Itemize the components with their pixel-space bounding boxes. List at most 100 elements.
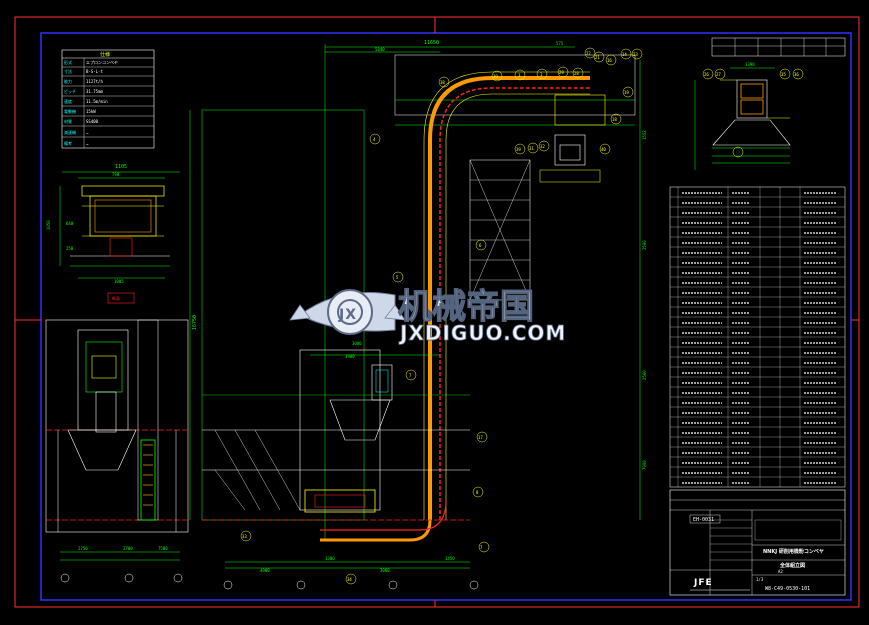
svg-text:27: 27	[716, 72, 721, 77]
svg-text:備考: 備考	[64, 140, 72, 146]
detail-width-dim: 1105	[115, 164, 127, 170]
svg-text:40: 40	[601, 147, 606, 152]
balloon: 39	[514, 143, 526, 155]
svg-text:29: 29	[559, 70, 564, 75]
svg-text:28: 28	[574, 71, 579, 76]
svg-text:4: 4	[373, 137, 376, 142]
svg-text:16: 16	[607, 58, 612, 63]
svg-text:34: 34	[347, 577, 352, 582]
doc-number: W8-C49-0530-101	[765, 586, 810, 592]
svg-text:30: 30	[493, 74, 498, 79]
dim-bottom-3000: 3000	[380, 568, 390, 573]
svg-text:33: 33	[242, 534, 247, 539]
balloon: 3	[514, 69, 526, 81]
revision-box	[711, 37, 846, 57]
svg-text:39: 39	[516, 147, 521, 152]
title-block: EH-0031 NNKJ 研削用微粉コンベヤ 全体組立図 A2 1/3 JFE …	[669, 489, 846, 596]
svg-text:ピッチ: ピッチ	[64, 89, 76, 94]
balloon: 8	[472, 486, 484, 498]
balloon: 33	[240, 530, 252, 542]
svg-text:18: 18	[612, 117, 617, 122]
svg-text:250: 250	[66, 246, 74, 251]
balloon: 14	[620, 48, 632, 60]
specs-table-header: 仕様	[100, 51, 110, 58]
svg-text:6: 6	[479, 243, 482, 248]
svg-text:15kW: 15kW	[86, 109, 96, 114]
svg-text:14: 14	[622, 52, 627, 57]
detail-1005-dim: 1005	[114, 279, 124, 284]
balloon: 26	[702, 68, 714, 80]
balloon: 4	[369, 133, 381, 145]
svg-text:形式: 形式	[64, 59, 72, 65]
dim-bottom-4900: 4900	[260, 568, 270, 573]
dim-2700: 2700	[123, 546, 133, 551]
company-logo: JFE	[693, 578, 713, 588]
svg-text:SS400: SS400	[86, 119, 99, 124]
svg-text:790: 790	[112, 172, 120, 177]
svg-text:電動機: 電動機	[64, 108, 76, 114]
balloon: 27	[714, 68, 726, 80]
section-detail: 1105 790 1050 640 250 1005 断面	[46, 164, 180, 304]
side-view-detail: 1390	[694, 62, 791, 170]
svg-text:…: …	[86, 141, 89, 146]
callout-balloons: 38 30 3 1 29 16 14 23 22 21 28 32 31 39 …	[240, 47, 804, 585]
balloon: 36	[792, 68, 804, 80]
dim-bottom-1450: 1450	[445, 556, 455, 561]
svg-text:B-S-L-t: B-S-L-t	[86, 69, 103, 74]
svg-text:1050: 1050	[46, 220, 51, 230]
svg-text:31.75mm: 31.75mm	[86, 89, 103, 94]
watermark-en: JXDIGUO.COM	[398, 321, 566, 345]
specs-table: 仕様 エプロンコンベヤ B-S-L-t 1127t/h 31.75mm 11.5…	[61, 49, 155, 149]
dim-2750: 2750	[78, 546, 88, 551]
main-elevation: 11650 5840 575 16750	[189, 40, 647, 590]
parts-list-table	[669, 186, 846, 488]
drawing-title-line2: 全体組立図	[779, 562, 805, 569]
scale: A2	[778, 569, 783, 574]
balloon: 22	[584, 47, 596, 59]
sheet-no: 1/3	[756, 577, 764, 582]
balloon: 34	[345, 573, 357, 585]
dim-bottom-1300: 1300	[325, 556, 335, 561]
right-v2-dim: 2500	[642, 240, 647, 250]
svg-text:…: …	[86, 130, 89, 135]
svg-text:能力: 能力	[64, 78, 72, 84]
balloon: 18	[610, 113, 622, 125]
svg-text:1127t/h: 1127t/h	[86, 79, 103, 84]
drawing-title-line1: NNKJ 研削用微粉コンベヤ	[763, 548, 824, 555]
balloon: 40	[599, 143, 611, 155]
svg-text:速度: 速度	[64, 98, 72, 104]
left-v-dim: 16750	[192, 315, 198, 330]
top-left-dim: 5840	[375, 47, 385, 52]
svg-text:17: 17	[478, 435, 483, 440]
svg-text:23: 23	[633, 52, 638, 57]
balloon: 30	[491, 70, 503, 82]
balloon: 7	[478, 541, 490, 553]
balloon: 1	[536, 68, 548, 80]
svg-text:26: 26	[704, 72, 709, 77]
svg-text:5: 5	[396, 275, 399, 280]
balloon: 16	[605, 54, 617, 66]
balloon: 32	[538, 140, 550, 152]
svg-text:21: 21	[595, 55, 600, 60]
top-total-dim: 11650	[424, 40, 439, 46]
balloon: 38	[438, 76, 450, 88]
watermark-cn: 机械帝国	[398, 287, 534, 327]
inner-frame	[40, 32, 852, 601]
balloon: 21	[593, 51, 605, 63]
svg-text:38: 38	[440, 80, 445, 85]
svg-text:22: 22	[586, 51, 591, 56]
right-v3-dim: 2500	[642, 370, 647, 380]
right-v1-dim: 1552	[642, 130, 647, 140]
svg-text:7: 7	[480, 545, 483, 550]
svg-text:JX: JX	[338, 307, 357, 323]
svg-text:11.5m/min: 11.5m/min	[86, 99, 108, 104]
balloon: 6	[475, 239, 487, 251]
balloon: 17	[476, 431, 488, 443]
svg-text:1: 1	[540, 72, 543, 77]
svg-text:断面: 断面	[112, 295, 120, 301]
svg-text:寸法: 寸法	[64, 68, 72, 74]
dim-3000: 3000	[352, 341, 362, 346]
dim-3900: 3900	[345, 354, 355, 359]
svg-text:3: 3	[518, 73, 521, 78]
